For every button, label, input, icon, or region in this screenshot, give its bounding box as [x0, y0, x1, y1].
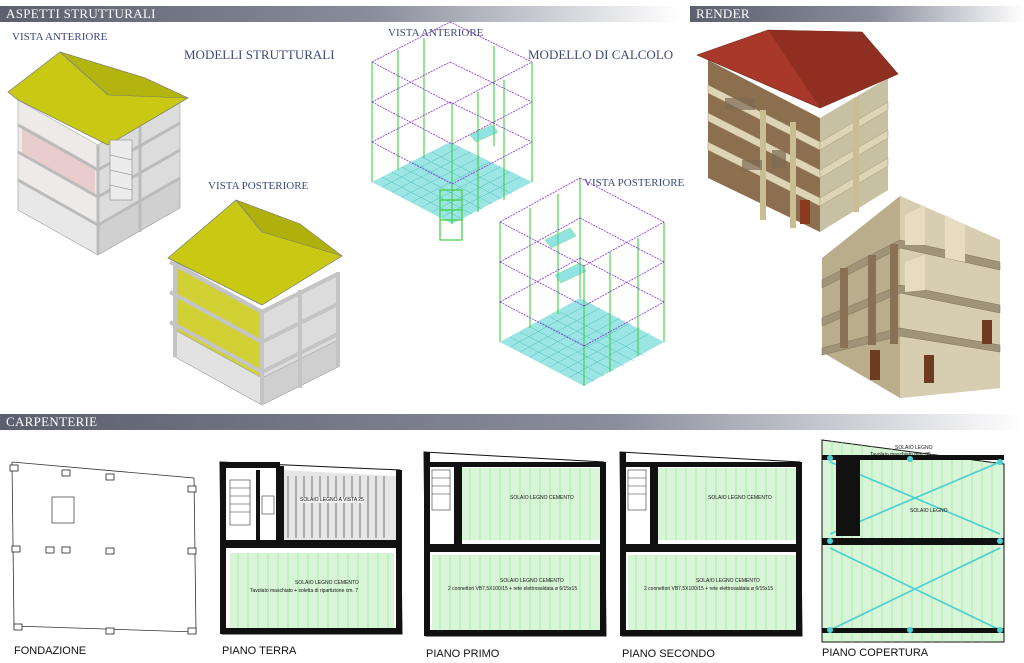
plan-slab-top-secondo: SOLAIO LEGNO CEMENTO — [708, 495, 772, 501]
render-rear — [821, 196, 1001, 398]
section-bar-structural: ASPETTI STRUTTURALI — [0, 6, 680, 22]
section-title-render: RENDER — [696, 6, 750, 21]
section-title-structural: ASPETTI STRUTTURALI — [6, 6, 156, 21]
plan-slab-note-copertura: Tavolato maschiato mm. 35 — [870, 452, 931, 458]
section-title-carpentry: CARPENTERIE — [6, 414, 98, 429]
plan-slab-note-terra: Tavolato maschiato + soletta di ripartiz… — [250, 588, 358, 594]
structural-model-front — [7, 51, 189, 256]
plan-label-piano-primo: PIANO PRIMO — [426, 648, 500, 660]
label-calc-model: MODELLO DI CALCOLO — [528, 47, 674, 62]
label-rear-view-1: VISTA POSTERIORE — [208, 180, 309, 192]
section-bar-carpentry: CARPENTERIE — [0, 414, 1024, 430]
plan-slab-note-secondo: 2 connettori VB7,5X100/15 + rete elettro… — [644, 586, 774, 592]
render-front — [696, 29, 899, 232]
label-front-view-2: VISTA ANTERIORE — [388, 27, 484, 39]
plan-slab-bottom-primo: SOLAIO LEGNO CEMENTO — [500, 578, 564, 584]
section-bar-render: RENDER — [690, 6, 1024, 22]
plan-slab-top-terra: SOLAIO LEGNO A VISTA 25 — [300, 497, 364, 503]
plan-label-fondazione: FONDAZIONE — [14, 645, 87, 657]
plan-fondazione — [9, 461, 197, 635]
label-front-view-1: VISTA ANTERIORE — [12, 31, 108, 43]
calc-model-front — [371, 21, 533, 241]
plan-label-piano-secondo: PIANO SECONDO — [622, 648, 715, 660]
plan-label-piano-copertura: PIANO COPERTURA — [822, 647, 929, 659]
plan-piano-copertura — [821, 439, 1005, 643]
calc-model-rear — [499, 177, 665, 386]
plan-slab-top-primo: SOLAIO LEGNO CEMENTO — [510, 495, 574, 501]
plan-piano-secondo — [619, 451, 803, 637]
label-structural-models: MODELLI STRUTTURALI — [184, 47, 335, 62]
structural-model-rear — [167, 199, 343, 406]
plan-slab-bottom-terra: SOLAIO LEGNO CEMENTO — [295, 580, 359, 586]
plan-slab-top-copertura: SOLAIO LEGNO — [895, 445, 933, 451]
plan-slab-bottom-secondo: SOLAIO LEGNO CEMENTO — [696, 578, 760, 584]
label-rear-view-2: VISTA POSTERIORE — [584, 177, 685, 189]
plan-label-piano-terra: PIANO TERRA — [222, 645, 297, 657]
plan-slab-note-primo: 2 connettori VB7,5X100/15 + rete elettro… — [448, 586, 578, 592]
plan-piano-primo — [423, 451, 607, 637]
plan-slab-bottom-copertura: SOLAIO LEGNO — [910, 508, 948, 514]
plan-piano-terra — [219, 461, 403, 635]
